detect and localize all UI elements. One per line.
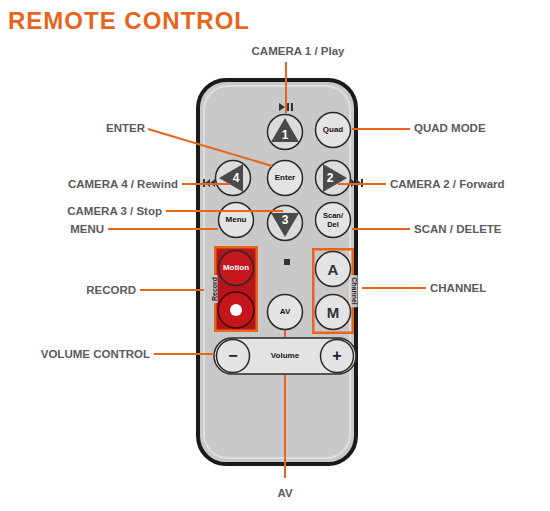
button-label: AV: [280, 308, 291, 316]
group-outline: [215, 247, 257, 331]
callout-label: VOLUME CONTROL: [0, 346, 150, 362]
channel-button: A: [314, 250, 352, 288]
button-label: +: [332, 348, 341, 364]
rewind-icon: [203, 179, 205, 187]
forward-icon: [356, 179, 361, 187]
arrow-key-triangle: [271, 213, 299, 237]
menu-button: Menu: [217, 201, 255, 239]
leader-line: [352, 228, 410, 230]
button-outline: [316, 203, 351, 238]
callout-label: CAMERA 3 / Stop: [2, 203, 162, 219]
button-outline: [217, 340, 250, 373]
button-outline: [321, 340, 354, 373]
button-label: A: [328, 262, 339, 277]
callout-label: ENTER: [45, 120, 145, 136]
button-outline: [268, 161, 303, 196]
arrow-key-triangle: [323, 164, 347, 192]
callout-label: CAMERA 2 / Forward: [390, 176, 548, 192]
button-label: Record: [211, 275, 218, 303]
group-outline: [313, 249, 353, 333]
button-label: Enter: [275, 174, 295, 182]
arrow-key-triangle: [219, 164, 243, 192]
rewind-icon: [205, 179, 210, 187]
button-label: 2: [327, 172, 334, 184]
camera-button: 1: [266, 113, 304, 151]
button-outline: [219, 203, 254, 238]
pause-icon: [291, 103, 293, 111]
pill-outline: [214, 338, 356, 374]
camera-button: 2: [314, 159, 352, 197]
leader-line: [285, 62, 287, 113]
button-label: Motion: [223, 264, 249, 272]
button-outline: [219, 251, 254, 286]
button-label: Menu: [226, 216, 247, 224]
channel-group: ChannelAM: [312, 248, 354, 334]
motion-button: Motion: [217, 249, 255, 287]
button-label: Volume: [271, 352, 299, 360]
quad-button: Quad: [314, 111, 352, 149]
button-outline: [316, 252, 351, 287]
button-outline: [268, 295, 303, 330]
scan-delete-button: Scan/ Del: [314, 201, 352, 239]
callout-label: MENU: [4, 221, 104, 237]
arrow-key-triangle: [271, 118, 299, 142]
remote-body: [198, 80, 356, 464]
stop-icon: [284, 259, 290, 265]
pause-icon: [287, 103, 289, 111]
callout-label: AV: [235, 485, 335, 501]
callout-label: SCAN / DELETE: [414, 221, 548, 237]
callout-label: RECORD: [36, 282, 136, 298]
button-label: Scan/ Del: [320, 211, 346, 229]
forward-icon: [361, 179, 363, 187]
leader-line: [352, 128, 410, 130]
button-label: Quad: [323, 126, 343, 134]
record-button: [218, 292, 254, 328]
button-label: Channel: [351, 275, 358, 307]
button-label: 3: [282, 214, 289, 226]
button-outline: [316, 113, 351, 148]
callout-label: CAMERA 4 / Rewind: [18, 176, 178, 192]
leader-line: [140, 289, 204, 291]
button-label: 1: [282, 129, 289, 141]
camera-button: 4: [214, 159, 252, 197]
volume-bar: Volume − +: [213, 337, 357, 375]
leader-line: [338, 183, 386, 185]
record-group: Record Motion: [214, 246, 258, 332]
forward-icon: [351, 179, 356, 187]
callout-label: CAMERA 1 / Play: [228, 43, 368, 59]
leader-line: [182, 183, 230, 185]
remote-highlight: [204, 86, 350, 458]
callout-label: CHANNEL: [430, 280, 548, 296]
button-outline: [216, 161, 251, 196]
button-outline: [268, 206, 303, 241]
camera-button: 3: [266, 204, 304, 242]
button-label: 4: [233, 172, 240, 184]
diagram-title: REMOTE CONTROL: [8, 7, 250, 35]
av-button: AV: [266, 293, 304, 331]
leader-line: [154, 353, 214, 355]
button-outline: [316, 295, 351, 330]
enter-button: Enter: [266, 159, 304, 197]
button-label: M: [327, 305, 340, 320]
record-dot: [230, 304, 242, 316]
volume-button: +: [319, 338, 355, 374]
leader-line: [148, 129, 272, 166]
button-outline: [316, 161, 351, 196]
play-icon: [279, 103, 285, 111]
leader-line: [166, 210, 283, 212]
leader-line: [108, 228, 218, 230]
button-label: −: [228, 348, 237, 364]
volume-button: −: [215, 338, 251, 374]
rewind-icon: [210, 179, 215, 187]
callout-label: QUAD MODE: [414, 120, 544, 136]
channel-button: M: [314, 293, 352, 331]
leader-line: [362, 287, 426, 289]
button-outline: [268, 115, 303, 150]
